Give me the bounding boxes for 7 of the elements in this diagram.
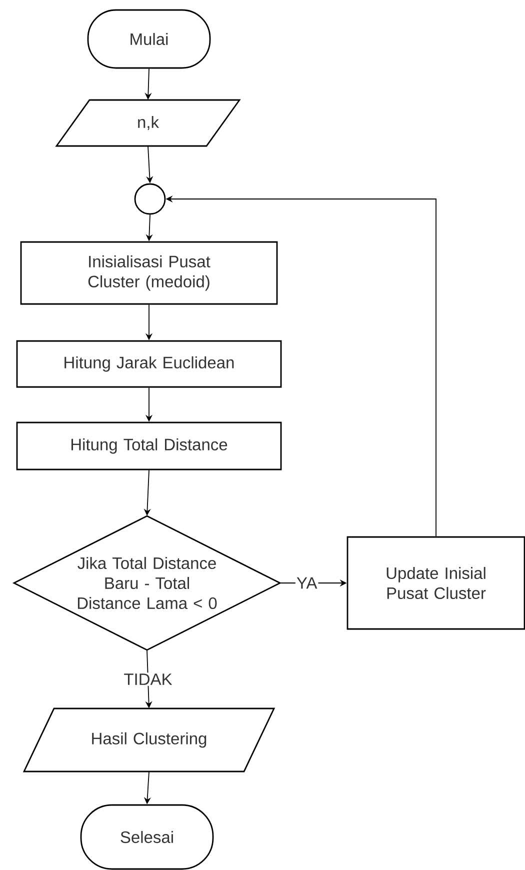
- connector-circle: [134, 183, 166, 215]
- edge-label: TIDAK: [122, 672, 174, 686]
- edge-label: YA: [295, 576, 318, 590]
- process-box: Update Inisial Pusat Cluster: [346, 536, 525, 630]
- process-box: Hitung Total Distance: [16, 422, 282, 470]
- process-box: Inisialisasi Pusat Cluster (medoid): [20, 241, 278, 305]
- process-box: Hitung Jarak Euclidean: [16, 340, 282, 388]
